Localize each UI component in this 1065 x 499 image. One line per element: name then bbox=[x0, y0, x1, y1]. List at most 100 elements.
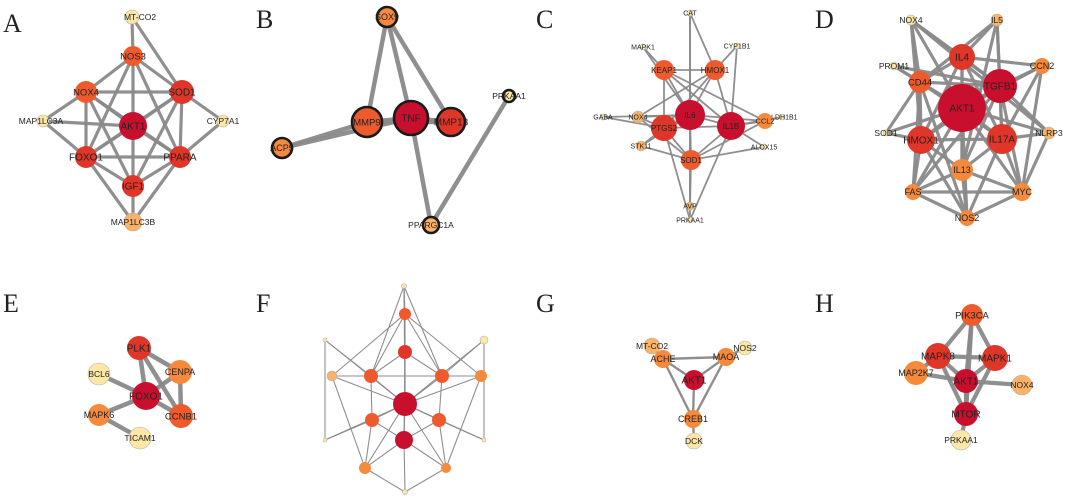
node-circle bbox=[479, 335, 489, 345]
node-circle bbox=[925, 343, 951, 369]
node-circle bbox=[684, 370, 704, 390]
node-circle bbox=[123, 212, 143, 232]
network-node: PIK3CA bbox=[955, 304, 990, 326]
network-edge bbox=[911, 190, 969, 220]
network-node: FAS bbox=[904, 184, 922, 200]
network-node bbox=[322, 337, 328, 343]
network-edge bbox=[370, 285, 405, 377]
node-label: SOD1 bbox=[168, 88, 196, 99]
node-label: MTOR bbox=[951, 410, 980, 421]
node-circle bbox=[432, 413, 446, 427]
node-label: CCN2 bbox=[1030, 61, 1055, 71]
node-label: NOX4 bbox=[628, 115, 647, 122]
network-node bbox=[481, 437, 487, 443]
network-node bbox=[435, 369, 449, 383]
node-circle bbox=[737, 340, 753, 356]
network-node: MAPK1 bbox=[631, 43, 655, 52]
node-label: MAP2K7 bbox=[898, 368, 934, 378]
network-node: ACP5 bbox=[270, 136, 294, 160]
node-label: IL6 bbox=[684, 111, 696, 120]
node-circle bbox=[954, 402, 978, 426]
network-edge bbox=[331, 313, 406, 377]
network-edge bbox=[404, 375, 482, 405]
network-edge bbox=[663, 127, 691, 221]
network-edge bbox=[131, 90, 184, 188]
network-node: FOXO1 bbox=[69, 146, 103, 168]
network-node: MTOR bbox=[951, 402, 981, 426]
node-label: HMOX1 bbox=[903, 136, 939, 147]
node-circle bbox=[938, 84, 986, 132]
node-circle bbox=[127, 336, 151, 360]
node-circle bbox=[393, 392, 417, 416]
network-node: MYC bbox=[1012, 183, 1033, 201]
node-circle bbox=[907, 126, 935, 154]
network-node: MAPK6 bbox=[84, 404, 114, 426]
node-circle bbox=[119, 112, 147, 140]
network-node: MAPK8 bbox=[921, 343, 955, 369]
node-label: AKT1 bbox=[120, 122, 145, 133]
network-node: NOX4 bbox=[899, 14, 923, 26]
node-label: MAP1LC3A bbox=[19, 116, 64, 126]
node-circle bbox=[350, 105, 384, 139]
network-edge bbox=[130, 15, 184, 94]
node-label: MAPK8 bbox=[921, 352, 955, 363]
node-label: MAP1LC3B bbox=[111, 217, 156, 227]
network-node bbox=[326, 370, 338, 382]
node-label: ACHE bbox=[650, 354, 675, 364]
network-node: IL4 bbox=[949, 44, 975, 70]
node-circle bbox=[681, 150, 701, 170]
node-label: PRKAA1 bbox=[676, 218, 704, 225]
node-label: PLK1 bbox=[127, 344, 152, 355]
node-circle bbox=[359, 462, 371, 474]
node-label: NOS3 bbox=[120, 51, 146, 62]
node-label: MT-CO2 bbox=[636, 341, 668, 351]
node-label: MMP13 bbox=[434, 118, 469, 129]
network-node: NOS3 bbox=[120, 46, 146, 66]
node-circle bbox=[123, 46, 143, 66]
node-label: SOD1 bbox=[680, 156, 702, 165]
node-circle bbox=[954, 369, 978, 393]
network-node: CCNB1 bbox=[165, 404, 197, 428]
network-node: FOXO1 bbox=[129, 382, 163, 410]
network-node: NOS2 bbox=[955, 210, 980, 226]
node-label: NOX4 bbox=[73, 87, 99, 98]
node-circle bbox=[1042, 126, 1056, 140]
node-label: TGFB1 bbox=[984, 82, 1017, 93]
node-circle bbox=[169, 146, 191, 168]
node-circle bbox=[75, 146, 97, 168]
network-edge bbox=[689, 12, 716, 71]
panel-letter: C bbox=[536, 5, 553, 34]
network-edge bbox=[691, 355, 728, 421]
network-node: CENPA bbox=[165, 360, 195, 384]
network-node: SOX9 bbox=[375, 5, 399, 29]
node-label: NOS2 bbox=[733, 343, 756, 353]
network-edge bbox=[663, 69, 766, 122]
network-node: AKT1 bbox=[119, 112, 147, 140]
node-circle bbox=[635, 140, 647, 152]
node-circle bbox=[951, 159, 973, 181]
network-node: IGF1 bbox=[122, 175, 145, 197]
node-circle bbox=[882, 129, 890, 137]
node-label: NOS2 bbox=[955, 213, 980, 223]
network-node: SOD1 bbox=[168, 80, 196, 104]
node-circle bbox=[654, 350, 672, 368]
network-edge bbox=[324, 403, 406, 441]
network-node: DCK bbox=[685, 432, 703, 450]
network-node: ALDH1B1 bbox=[766, 113, 798, 122]
node-label: NOX4 bbox=[899, 15, 922, 25]
node-circle bbox=[1034, 58, 1050, 74]
network-node: MAOA bbox=[713, 348, 739, 366]
network-node: AKT1 bbox=[681, 370, 707, 390]
network-edge bbox=[438, 375, 443, 421]
panel-letter: F bbox=[256, 289, 270, 318]
network-node bbox=[399, 308, 411, 320]
network-node: SOD1 bbox=[680, 150, 702, 170]
network-node bbox=[359, 462, 371, 474]
node-circle bbox=[982, 345, 1008, 371]
node-circle bbox=[905, 14, 917, 26]
node-circle bbox=[124, 9, 140, 25]
network-edge bbox=[331, 375, 406, 405]
node-label: CD44 bbox=[908, 77, 932, 88]
node-circle bbox=[959, 210, 975, 226]
node-circle bbox=[675, 100, 705, 130]
